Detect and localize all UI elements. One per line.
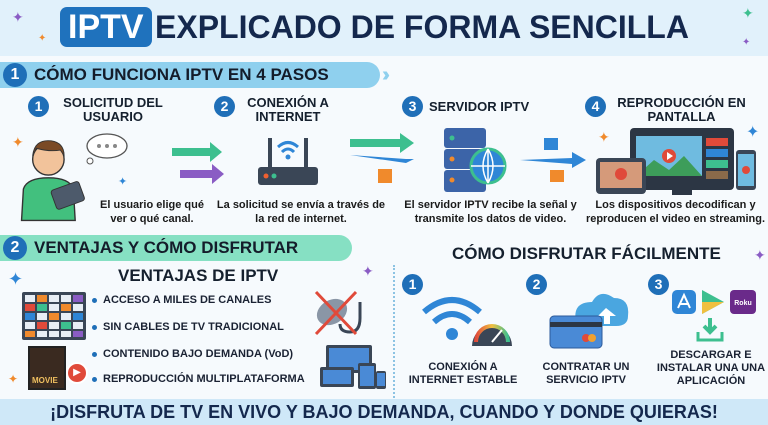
step-1-description: El usuario elige qué ver o qué canal. [100, 199, 204, 225]
footer-banner: ¡DISFRUTA DE TV EN VIVO Y BAJO DEMANDA, … [0, 399, 768, 425]
step-3-description: El servidor IPTV recibe la señal y trans… [404, 199, 577, 225]
step-number: 4 [585, 96, 606, 117]
credit-card-cloud-icon [549, 293, 629, 349]
advantage-item: ACCESO A MILES DE CANALES [92, 294, 271, 306]
divider [393, 265, 395, 398]
movie-label: MOVIE [32, 376, 58, 385]
thought-bubble-icon [86, 133, 128, 165]
sparkle-icon: ✦ [38, 33, 47, 44]
enjoy-title: CÓMO DISFRUTAR FÁCILMENTE [452, 244, 721, 263]
no-satellite-cable-icon [314, 290, 362, 336]
sparkle-icon: ✦ [742, 37, 751, 48]
sparkle-icon: ✦ [8, 269, 24, 289]
step-number: 3 [402, 96, 423, 117]
sparkle-icon: ✦ [598, 129, 610, 145]
iptv-badge: IPTV [60, 7, 152, 47]
enjoy-step-label: CONTRATAR UN SERVICIO IPTV [542, 361, 630, 386]
enjoy-step-label: DESCARGAR E INSTALAR UNA UNA APLICACIÓN [656, 349, 766, 387]
step-title: SERVIDOR IPTV [429, 99, 530, 114]
server-globe-icon [444, 128, 507, 192]
sparkle-icon: ✦ [12, 9, 24, 25]
section-2-header: 2 VENTAJAS Y CÓMO DISFRUTAR [0, 235, 352, 261]
step-2-description: La solicitud se envía a través de la red… [216, 199, 386, 225]
enjoy-step-number: 3 [648, 274, 669, 295]
router-icon [258, 138, 318, 185]
sparkle-icon: ✦ [118, 176, 128, 188]
section-number: 2 [3, 236, 27, 260]
data-transfer-arrows-icon [350, 133, 414, 183]
multi-device-icon [320, 345, 386, 389]
section-number: 1 [3, 63, 27, 87]
section-title: VENTAJAS Y CÓMO DISFRUTAR [34, 238, 299, 257]
enjoy-step-number: 2 [526, 274, 547, 295]
sparkle-icon: ✦ [746, 124, 760, 141]
advantages-title: VENTAJAS DE IPTV [118, 266, 279, 285]
advantage-item: CONTENIDO BAJO DEMANDA (VoD) [92, 348, 293, 360]
arrows-icon [172, 142, 224, 184]
step-number: 2 [214, 96, 235, 117]
movie-poster-icon: MOVIE [28, 346, 66, 390]
step-title: REPRODUCCIÓN EN PANTALLA [617, 95, 746, 124]
step-4-description: Los dispositivos decodifican y reproduce… [585, 199, 766, 225]
advantage-item: REPRODUCCIÓN MULTIPLATAFORMA [92, 373, 305, 385]
enjoy-step-label: CONEXIÓN A INTERNET ESTABLE [408, 361, 518, 386]
step-title: SOLICITUD DEL USUARIO [63, 95, 163, 124]
step-number: 1 [28, 96, 49, 117]
chevrons-icon: ››› [382, 64, 390, 86]
enjoy-step-number: 1 [402, 274, 423, 295]
step-title: CONEXIÓN A INTERNET [247, 95, 329, 124]
roku-logo-text: Roku [734, 300, 752, 307]
sparkle-icon: ✦ [742, 5, 754, 21]
sparkle-icon: ✦ [8, 372, 19, 386]
page-title: EXPLICADO DE FORMA SENCILLA [155, 9, 689, 45]
wifi-speed-icon [422, 297, 512, 346]
devices-icon [596, 128, 756, 195]
channels-grid-icon [22, 292, 86, 340]
play-icon: ▶ [66, 362, 88, 384]
advantage-item: SIN CABLES DE TV TRADICIONAL [92, 321, 284, 333]
sparkle-icon: ✦ [12, 134, 24, 150]
app-stores-download-icon: Roku [672, 290, 756, 342]
user-tablet-icon [20, 140, 85, 222]
sparkle-icon: ✦ [362, 263, 374, 279]
video-stream-arrow-icon [520, 138, 586, 182]
section-title: CÓMO FUNCIONA IPTV EN 4 PASOS [34, 65, 329, 84]
section-1-header: 1 CÓMO FUNCIONA IPTV EN 4 PASOS [0, 62, 380, 88]
sparkle-icon: ✦ [754, 247, 766, 263]
